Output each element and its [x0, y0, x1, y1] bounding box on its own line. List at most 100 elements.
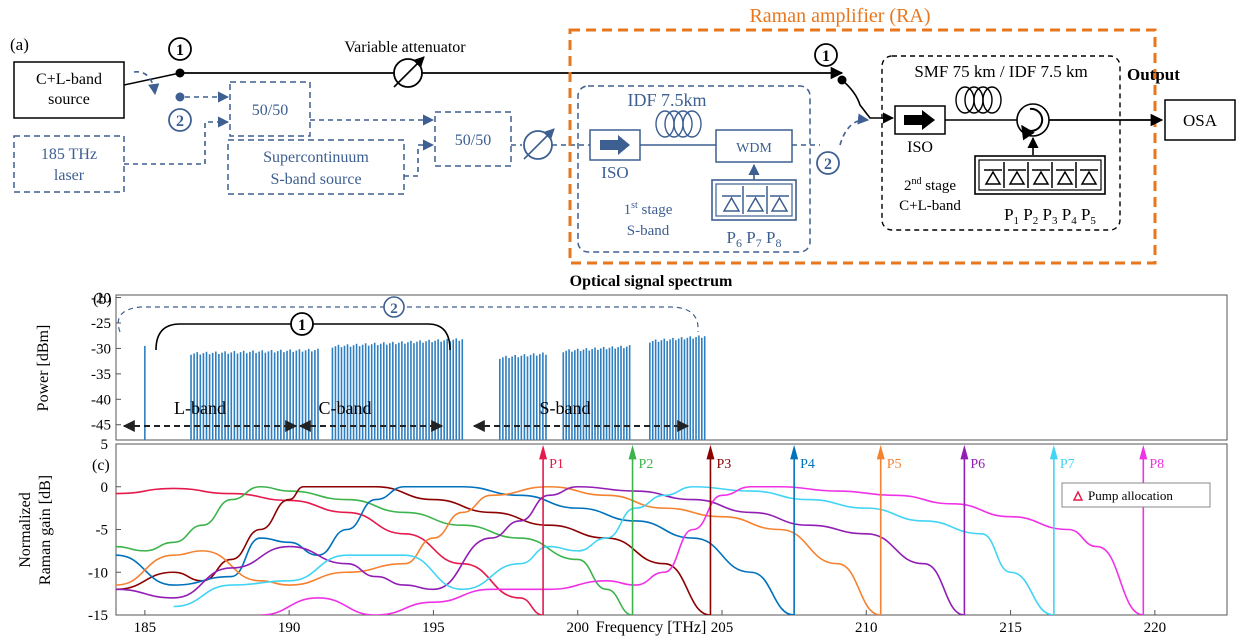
- pump-marker-4: [790, 444, 799, 460]
- gain-curve-6: [116, 485, 965, 615]
- pump-allocation-legend-icon: [1072, 490, 1084, 501]
- wdm-box: [715, 129, 793, 163]
- svg-text:SMF 75 km / IDF 7.5 km: SMF 75 km / IDF 7.5 km: [914, 62, 1087, 81]
- gain-y-ticks: 50-5-10-15: [88, 437, 121, 624]
- gain-y-label-2: Raman gain [dB]: [37, 475, 54, 585]
- fiber-coil-1-icon: [655, 110, 702, 138]
- panel-c-label: (c): [92, 457, 110, 474]
- gain-y-tick-label: -15: [88, 608, 108, 624]
- gain-x-tick-label: 195: [422, 620, 445, 636]
- gain-y-tick-label: 0: [101, 480, 109, 496]
- pumps-1-label: P6 P7 P8: [727, 228, 782, 250]
- spectrum-y-ticks: -20-25-30-35-40-45: [91, 291, 121, 434]
- svg-text:2: 2: [176, 113, 184, 130]
- pump-label-1: P1: [549, 457, 564, 472]
- gain-curve-1: [116, 487, 544, 615]
- gain-series: [116, 485, 1144, 615]
- laser-label-1: 185 THz: [41, 146, 97, 163]
- gain-plot-area: [115, 443, 1228, 616]
- pump-label-8: P8: [1149, 457, 1164, 472]
- svg-text:2: 2: [824, 156, 832, 173]
- svg-text:S-band source: S-band source: [270, 171, 361, 188]
- pump-marker-5: [876, 444, 885, 460]
- spectrum-y-tick-label: -35: [91, 367, 111, 383]
- gain-y-label-1: Normalized: [17, 492, 34, 568]
- stage-1-box: [577, 85, 811, 253]
- svg-text:WDM: WDM: [736, 141, 772, 156]
- raman-amplifier-title: Raman amplifier (RA): [749, 5, 930, 27]
- spectrum-plot-area: [115, 294, 1228, 441]
- legend-label: Pump allocation: [1088, 488, 1173, 503]
- pump-label-6: P6: [970, 457, 985, 472]
- gain-x-tick-label: 185: [134, 620, 157, 636]
- gain-y-tick-label: -10: [88, 565, 108, 581]
- pump-label-2: P2: [639, 457, 654, 472]
- gain-curve-5: [116, 485, 881, 615]
- gain-curve-2: [116, 485, 633, 615]
- laser-label-2: laser: [54, 167, 85, 184]
- svg-text:IDF 7.5km: IDF 7.5km: [627, 90, 706, 110]
- gain-curve-7: [173, 485, 1054, 615]
- cl-band-source-box: [13, 61, 125, 119]
- isolator-1-arrow-icon: [600, 135, 630, 155]
- output-label: Output: [1127, 65, 1180, 84]
- gain-x-tick-label: 205: [711, 620, 734, 636]
- osa-box: [1164, 99, 1236, 141]
- pumps-2-label: P1 P2 P3 P4 P5: [1004, 205, 1096, 227]
- gain-y-tick-label: 5: [101, 437, 109, 453]
- pump-marker-2: [628, 444, 637, 460]
- pump-marker-3: [706, 444, 715, 460]
- gain-curve-8: [260, 485, 1144, 615]
- pump-marker-1: [539, 444, 548, 460]
- pump-marker-6: [960, 444, 969, 460]
- svg-text:Supercontinuum: Supercontinuum: [263, 149, 369, 166]
- svg-text:1: 1: [822, 48, 830, 65]
- pump-label-7: P7: [1060, 457, 1075, 472]
- svg-text:ISO: ISO: [601, 163, 628, 182]
- fiber-coil-2-icon: [955, 86, 1002, 114]
- raman-amplifier-frame: [568, 28, 1157, 265]
- band-label-s: S-band: [540, 398, 591, 418]
- gain-x-tick-label: 190: [278, 620, 301, 636]
- spectrum-panel: Optical signal spectrum (b) -20-25-30-35…: [35, 273, 1228, 441]
- path-1-marker: [168, 37, 192, 61]
- spectrum-y-tick-label: -40: [91, 392, 111, 408]
- path-1-marker-right: [814, 43, 838, 67]
- svg-text:ISO: ISO: [907, 139, 933, 156]
- svg-text:2: 2: [390, 301, 398, 317]
- gain-x-label: Frequency [THz]: [596, 619, 707, 636]
- pump-marker-8: [1139, 444, 1148, 460]
- band-label-l: L-band: [174, 398, 226, 418]
- pump-label-5: P5: [887, 457, 902, 472]
- svg-text:OSA: OSA: [1183, 111, 1218, 130]
- supercontinuum-box: [227, 139, 405, 195]
- marker-2-range: [117, 306, 699, 333]
- switch-node-2: [175, 92, 185, 102]
- path-2-marker: [168, 108, 192, 132]
- attenuator-label: Variable attenuator: [344, 39, 466, 56]
- band-label-c: C-band: [319, 398, 372, 418]
- gain-x-tick-label: 210: [855, 620, 878, 636]
- legend-box: [1061, 482, 1211, 508]
- laser-185-box: [13, 135, 125, 193]
- spectrum-marker-2: [383, 296, 405, 318]
- svg-text:50/50: 50/50: [252, 102, 288, 119]
- setup-diagram: (a) C+L-band source 1 Variable attenuato…: [10, 5, 1236, 265]
- pump-diode-icons-2: [984, 162, 1098, 188]
- stage-1-label: 1st stage: [624, 200, 673, 218]
- coupler-2-box: [434, 111, 512, 167]
- isolator-2-arrow-icon: [904, 110, 935, 130]
- pump-label-3: P3: [716, 457, 731, 472]
- svg-text:50/50: 50/50: [455, 132, 491, 149]
- path-2-marker-right: [816, 151, 840, 175]
- pump-diode-icons-1: [722, 186, 789, 214]
- svg-text:1: 1: [298, 317, 306, 334]
- coupler-1-box: [229, 81, 311, 137]
- svg-text:1: 1: [176, 42, 184, 59]
- panel-a-label: (a): [10, 35, 29, 54]
- stage-2-box: [881, 55, 1121, 231]
